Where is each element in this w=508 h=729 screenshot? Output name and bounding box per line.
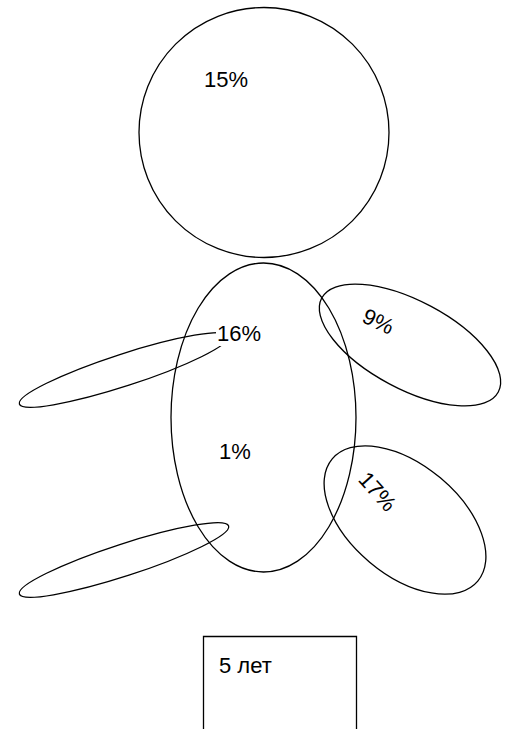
left-leg: [14, 511, 233, 609]
torso-ellipse-outline: [170, 262, 357, 573]
torso-ellipse: 16% 1%: [170, 262, 357, 573]
head-circle-outline: [138, 5, 390, 260]
shape-outline: [139, 8, 389, 258]
percent-label: 9%: [358, 304, 399, 340]
shape-outline: [171, 263, 356, 572]
shape-outline: [301, 259, 508, 431]
right-leg-ellipse: 17%: [318, 440, 492, 600]
right-arm-ellipse: 9%: [315, 280, 505, 410]
percent-label: 15%: [203, 68, 249, 92]
shape-outline: [297, 417, 508, 623]
head-circle: 15%: [138, 5, 390, 260]
percent-label: 16%: [216, 322, 262, 346]
age-box: 5 лет: [203, 636, 357, 729]
percent-label: 5 лет: [218, 654, 273, 678]
age-box-outline: [203, 636, 357, 729]
percent-label: 1%: [218, 440, 252, 464]
right-arm-ellipse-outline: [315, 280, 505, 410]
right-leg-ellipse-outline: [318, 440, 492, 600]
box-outline: [204, 637, 357, 729]
left-arm: [14, 321, 233, 419]
percent-label: 17%: [353, 467, 402, 517]
